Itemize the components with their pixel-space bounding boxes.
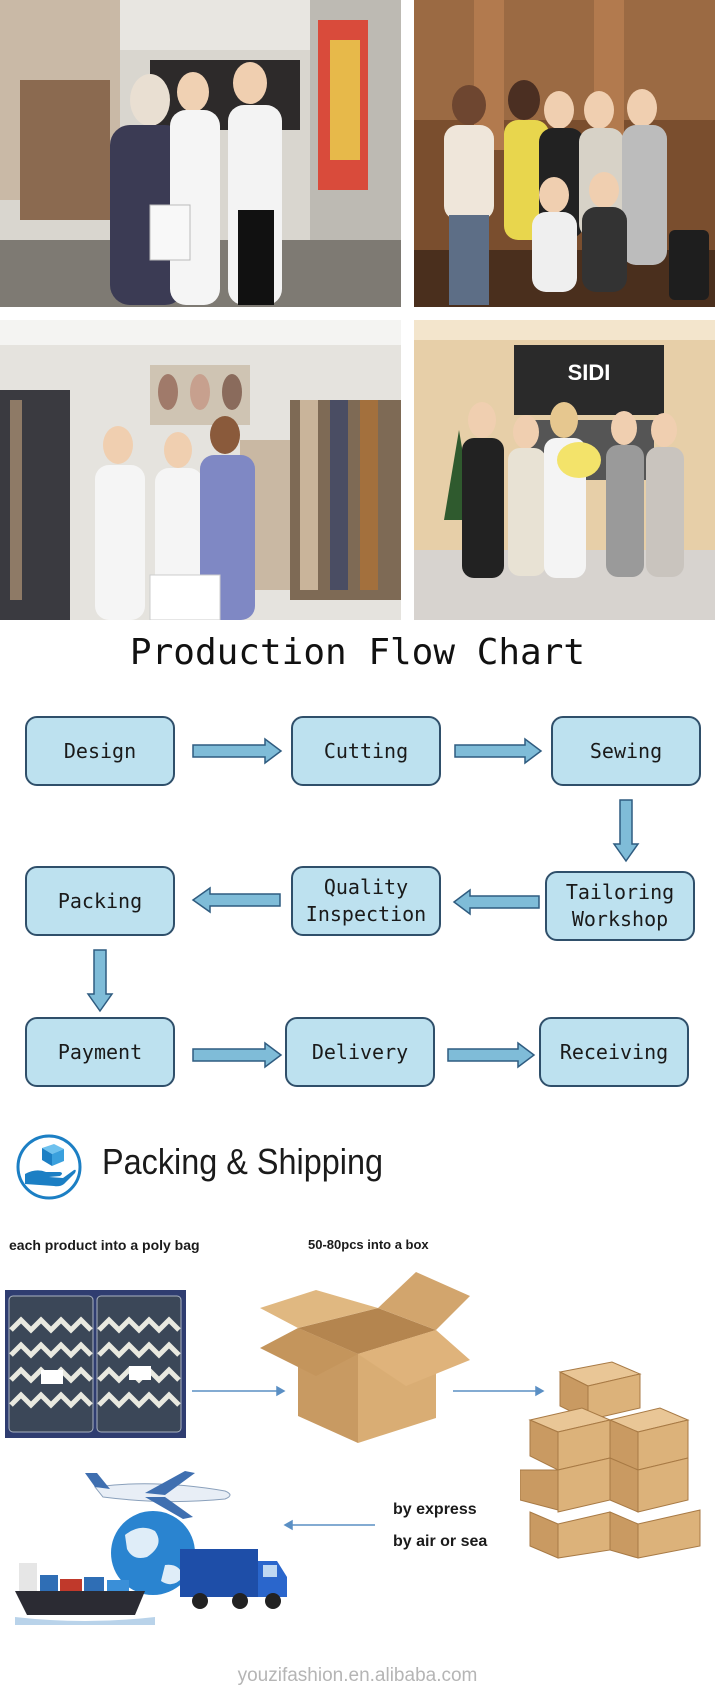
note-poly-bag: each product into a poly bag [9, 1237, 200, 1253]
step-design-label: Design [63, 738, 137, 763]
flow-arrows [86, 737, 640, 1069]
photo-booth-hijab [0, 0, 401, 307]
open-carton-icon [260, 1272, 470, 1443]
step-tailoring-label: Tailoring Workshop [566, 879, 674, 933]
note-box: 50-80pcs into a box [308, 1237, 429, 1252]
ship-icon [15, 1563, 155, 1625]
carton-stack-icon [520, 1361, 701, 1559]
arrow-tailoring-to-quality [452, 888, 540, 916]
step-receiving-label: Receiving [559, 1039, 669, 1064]
step-quality-inspection: Quality Inspection [291, 866, 441, 936]
truck-icon [180, 1549, 287, 1609]
arrow-box-to-stack-head [535, 1385, 545, 1397]
step-design: Design [25, 716, 175, 786]
arrow-stack-to-transport-head [283, 1519, 293, 1531]
arrow-bag-to-box-head [276, 1385, 286, 1397]
step-tailoring-line2: Workshop [571, 907, 669, 931]
photo-office-bouquet: SIDI [414, 320, 715, 620]
step-cutting-label: Cutting [323, 738, 409, 763]
transport-illustration [15, 1471, 287, 1625]
step-packing-label: Packing [57, 888, 143, 913]
arrow-packing-to-payment [86, 949, 114, 1013]
arrow-delivery-to-receiving [447, 1041, 536, 1069]
step-delivery: Delivery [285, 1017, 435, 1087]
step-payment: Payment [25, 1017, 175, 1087]
arrow-quality-to-packing [191, 886, 281, 914]
step-sewing-label: Sewing [589, 738, 663, 763]
step-sewing: Sewing [551, 716, 701, 786]
step-packing: Packing [25, 866, 175, 936]
arrow-payment-to-delivery [192, 1041, 283, 1069]
sign-text: SIDI [568, 360, 611, 385]
note-express: by express [393, 1501, 477, 1518]
step-receiving: Receiving [539, 1017, 689, 1087]
photo-group-hotel [414, 0, 715, 307]
step-delivery-label: Delivery [311, 1039, 409, 1064]
packing-shipping-title: Packing & Shipping [102, 1141, 383, 1182]
step-cutting: Cutting [291, 716, 441, 786]
box-hand-logo-icon [16, 1134, 82, 1200]
step-tailoring-line1: Tailoring [565, 880, 675, 904]
note-air-sea: by air or sea [393, 1533, 488, 1550]
step-payment-label: Payment [57, 1039, 143, 1064]
plane-icon [85, 1471, 231, 1519]
step-quality-line1: Quality [323, 875, 409, 899]
flow-chart-title: Production Flow Chart [129, 632, 586, 673]
poly-bag-icon [5, 1290, 186, 1438]
globe-icon [111, 1511, 195, 1595]
step-quality-label: Quality Inspection [306, 874, 426, 928]
photo-booth-visitor [0, 320, 401, 620]
footer-site: youzifashion.en.alibaba.com [237, 1665, 478, 1686]
arrow-sewing-to-tailoring [612, 799, 640, 863]
step-tailoring-workshop: Tailoring Workshop [545, 871, 695, 941]
arrow-cutting-to-sewing [454, 737, 543, 765]
arrow-design-to-cutting [192, 737, 283, 765]
step-quality-line2: Inspection [305, 902, 427, 926]
